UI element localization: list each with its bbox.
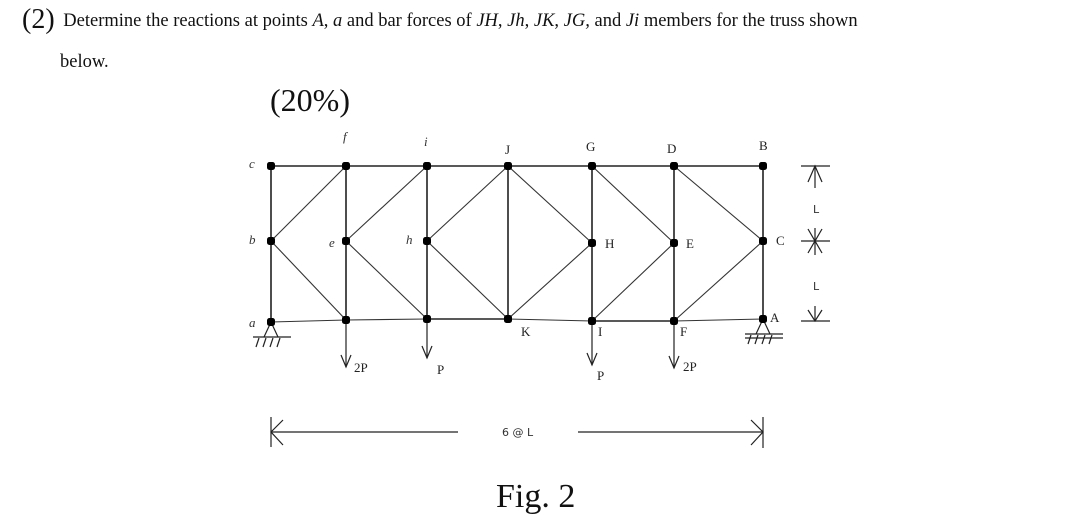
joint-label-G: G bbox=[586, 139, 595, 154]
member-F-C bbox=[673, 240, 764, 322]
question-number: (2) bbox=[22, 4, 55, 35]
joint-label-B: B bbox=[759, 138, 768, 153]
member-e-n3 bbox=[345, 240, 428, 320]
joint-label-I: I bbox=[598, 324, 602, 339]
joint-label-b: b bbox=[249, 232, 256, 247]
span-label: 6 @ L bbox=[502, 426, 534, 439]
question-text-fragment: , bbox=[554, 11, 564, 31]
member-h-J bbox=[426, 165, 509, 242]
member-I-E bbox=[591, 242, 675, 322]
load-label: 2P bbox=[354, 360, 368, 375]
joint-label-a: a bbox=[249, 315, 256, 330]
question-text-fragment: and bar forces of bbox=[342, 11, 477, 31]
member-reference: JH bbox=[476, 11, 498, 31]
figure-caption: Fig. 2 bbox=[496, 478, 576, 515]
arrow-head-icon bbox=[668, 355, 680, 370]
supports bbox=[253, 317, 783, 348]
joint-label-h: h bbox=[406, 232, 413, 247]
joint-e bbox=[342, 237, 350, 245]
joint-C bbox=[759, 237, 767, 245]
joint-f bbox=[342, 162, 350, 170]
member-b-f bbox=[270, 165, 347, 242]
joint-label-c: c bbox=[249, 156, 255, 171]
member-reference: JK bbox=[533, 11, 555, 31]
joint-label-e: e bbox=[329, 235, 335, 250]
joint-G bbox=[588, 162, 596, 170]
member-G-E bbox=[591, 165, 675, 244]
joint-label-F: F bbox=[680, 324, 687, 339]
joint-label-i: i bbox=[424, 134, 428, 149]
member-K-H bbox=[507, 242, 593, 320]
question-text-fragment: , bbox=[497, 11, 508, 31]
height-dimension: L L bbox=[801, 164, 830, 323]
question-text: (2) Determine the reactions at points A,… bbox=[22, 4, 858, 36]
height-label-upper: L bbox=[813, 203, 820, 216]
member-a-n2 bbox=[270, 319, 347, 323]
joint-n3 bbox=[423, 315, 431, 323]
joint-label-D: D bbox=[667, 141, 676, 156]
truss-joints bbox=[267, 162, 767, 326]
question-text-fragment: , bbox=[323, 11, 333, 31]
span-dimension: 6 @ L bbox=[270, 417, 764, 448]
member-K-I bbox=[507, 318, 593, 322]
member-D-C bbox=[673, 165, 764, 242]
question-text-fragment: and bbox=[589, 11, 626, 31]
joint-n2 bbox=[342, 316, 350, 324]
question-weight: (20%) bbox=[270, 82, 350, 118]
joint-label-A: A bbox=[770, 310, 780, 325]
member-n2-n3 bbox=[345, 318, 428, 321]
joint-I bbox=[588, 317, 596, 325]
truss-members bbox=[270, 165, 764, 323]
joint-J bbox=[504, 162, 512, 170]
question-continuation: below. bbox=[60, 52, 109, 72]
question-text-fragment: members for the truss shown bbox=[639, 11, 858, 31]
joint-b bbox=[267, 237, 275, 245]
member-reference: Jh bbox=[507, 11, 525, 31]
question-text-fragment: Determine the reactions at points bbox=[63, 11, 313, 31]
joint-D bbox=[670, 162, 678, 170]
member-reference: a bbox=[333, 11, 343, 31]
member-reference: JG, bbox=[563, 11, 590, 31]
question-body: Determine the reactions at points A, a a… bbox=[63, 11, 857, 31]
joint-K bbox=[504, 315, 512, 323]
member-J-H bbox=[507, 165, 593, 244]
member-reference: A bbox=[312, 11, 324, 31]
arrow-head-icon bbox=[340, 354, 352, 369]
joint-B bbox=[759, 162, 767, 170]
joint-labels: c f iJ G D Bb e h H E CaK I F A bbox=[249, 129, 785, 339]
member-e-i bbox=[345, 165, 428, 242]
joint-label-J: J bbox=[505, 142, 510, 157]
arrow-head-icon bbox=[421, 345, 433, 360]
joint-label-H: H bbox=[605, 236, 614, 251]
applied-loads: 2P P P 2P bbox=[340, 319, 697, 383]
member-b-n2 bbox=[270, 240, 347, 321]
load-label: P bbox=[437, 362, 444, 377]
joint-H bbox=[588, 239, 596, 247]
joint-i bbox=[423, 162, 431, 170]
height-label-lower: L bbox=[813, 280, 820, 293]
member-F-A bbox=[673, 318, 764, 322]
joint-label-f: f bbox=[343, 129, 349, 144]
joint-h bbox=[423, 237, 431, 245]
joint-a bbox=[267, 318, 275, 326]
load-label: 2P bbox=[683, 359, 697, 374]
joint-E bbox=[670, 239, 678, 247]
load-label: P bbox=[597, 368, 604, 383]
joint-F bbox=[670, 317, 678, 325]
joint-c bbox=[267, 162, 275, 170]
joint-label-K: K bbox=[521, 324, 531, 339]
member-h-K bbox=[426, 240, 509, 320]
joint-label-E: E bbox=[686, 236, 694, 251]
arrow-head-icon bbox=[586, 352, 598, 367]
joint-A bbox=[759, 315, 767, 323]
member-reference: Ji bbox=[625, 11, 640, 31]
joint-label-C: C bbox=[776, 233, 785, 248]
question-text-fragment: , bbox=[524, 11, 534, 31]
